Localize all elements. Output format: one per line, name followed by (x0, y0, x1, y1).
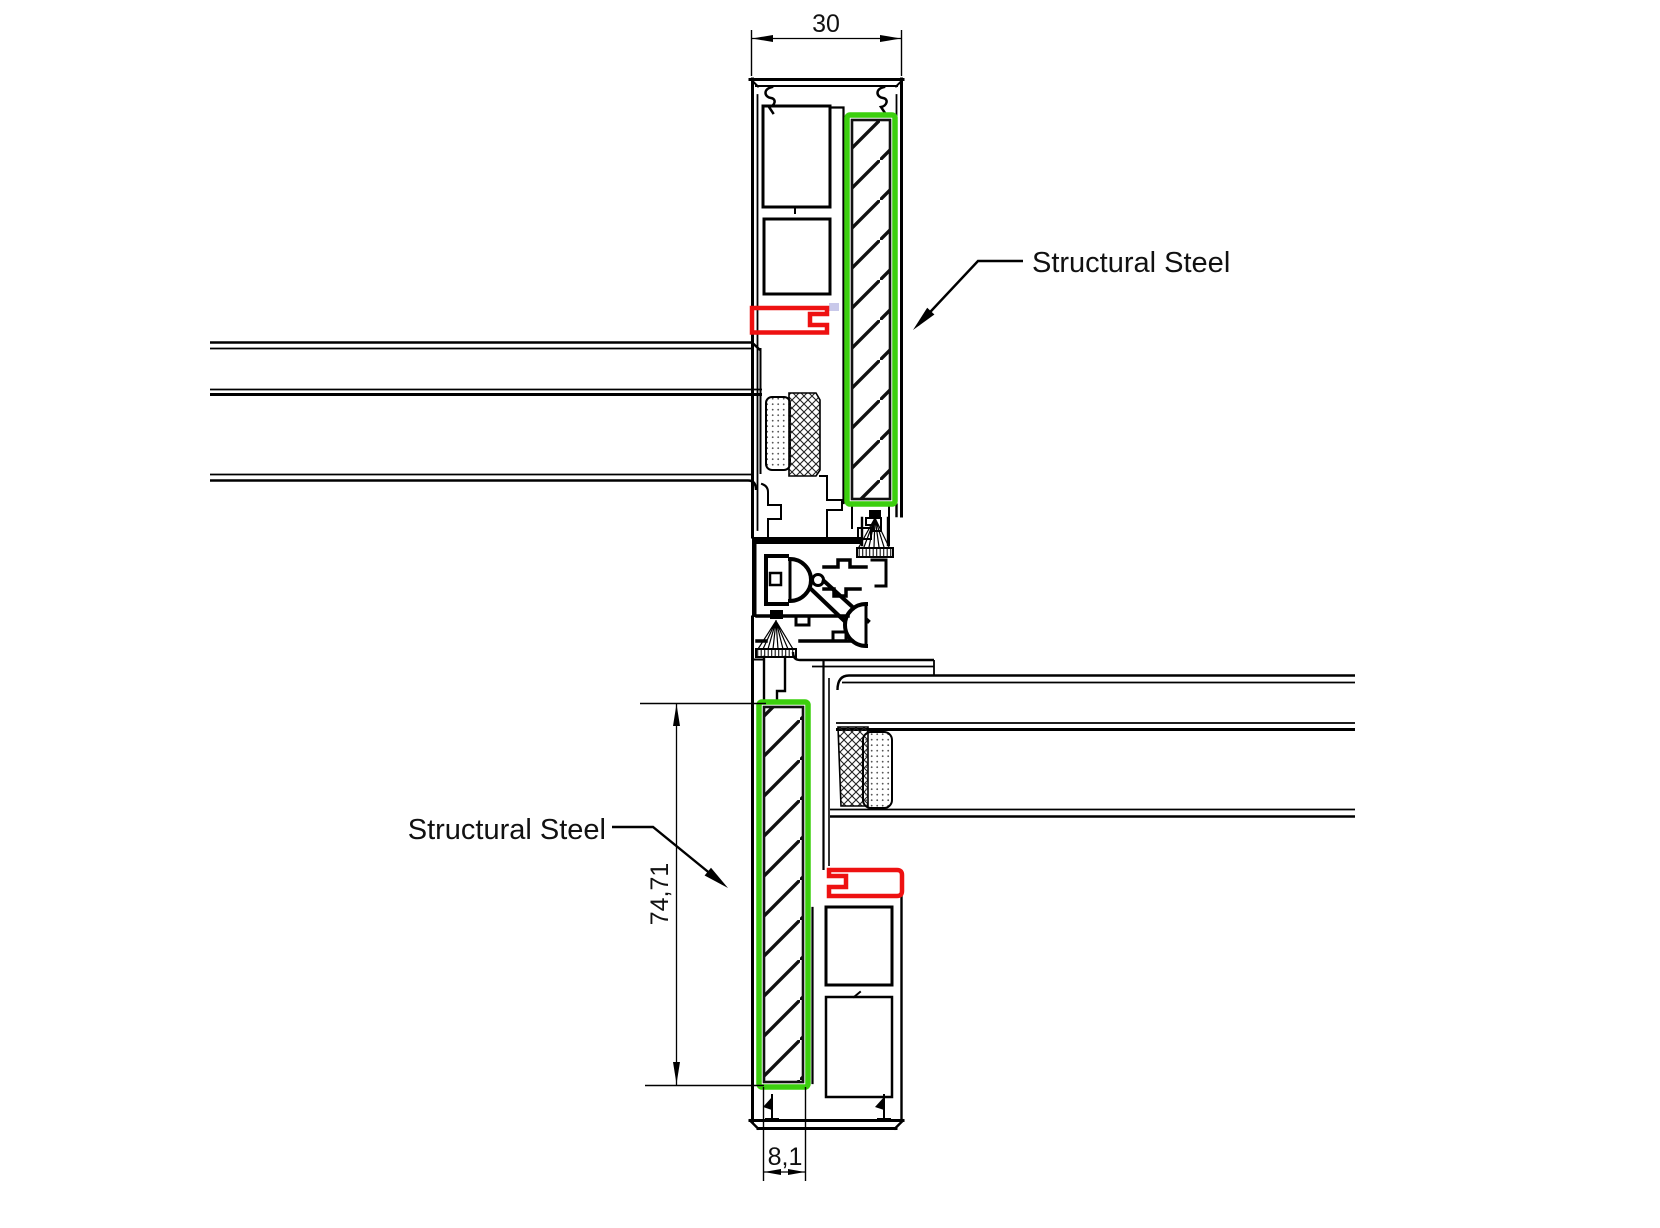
thermal-clip-bottom (826, 867, 905, 899)
brush-seal-bottom (755, 610, 797, 658)
glazing-gasket-left (765, 396, 791, 471)
steel-reinforcement-top (844, 112, 898, 507)
transom-junction (751, 510, 894, 1123)
cap-gasket-left (764, 85, 776, 115)
dimension-steel-height: 74,71 (640, 702, 766, 1087)
right-infill-panel (791, 651, 1355, 870)
dimension-overall-width: 30 (750, 10, 903, 76)
dim-value-steel-thickness: 8,1 (768, 1143, 803, 1171)
cap-gasket-right (876, 85, 888, 115)
glazing-seal-left (788, 392, 821, 477)
glazing-gasket-right (862, 731, 893, 809)
bottom-mullion-profile (748, 870, 905, 1131)
bottom-gasket-left (763, 1094, 779, 1120)
dim-value-width: 30 (812, 10, 840, 38)
dim-arrow-left (764, 1169, 781, 1175)
d-gasket-right (843, 601, 869, 649)
dim-arrow-left (752, 35, 773, 42)
steel-reinforcement-bottom (756, 699, 811, 1090)
leader-structural-steel-bottom: Structural Steel (408, 814, 728, 888)
leader-structural-steel-top: Structural Steel (913, 247, 1230, 330)
d-gasket-left (787, 556, 813, 604)
leader-arrowhead (704, 867, 728, 888)
dim-arrow-up (673, 704, 680, 726)
thermal-clip-top (749, 305, 830, 335)
dim-arrow-down (673, 1062, 680, 1084)
label-structural-steel-bottom: Structural Steel (408, 814, 606, 846)
dim-arrow-right (788, 1169, 805, 1175)
left-infill-panel (210, 341, 821, 491)
dimension-steel-thickness: 8,1 (762, 1087, 807, 1181)
label-structural-steel-top: Structural Steel (1032, 247, 1230, 279)
brush-seal-top (856, 510, 894, 558)
dim-value-steel-height: 74,71 (646, 863, 674, 926)
dim-arrow-right (880, 35, 901, 42)
setting-chip (829, 303, 839, 311)
leader-arrowhead (913, 307, 935, 330)
bottom-gasket-right (875, 1094, 891, 1120)
